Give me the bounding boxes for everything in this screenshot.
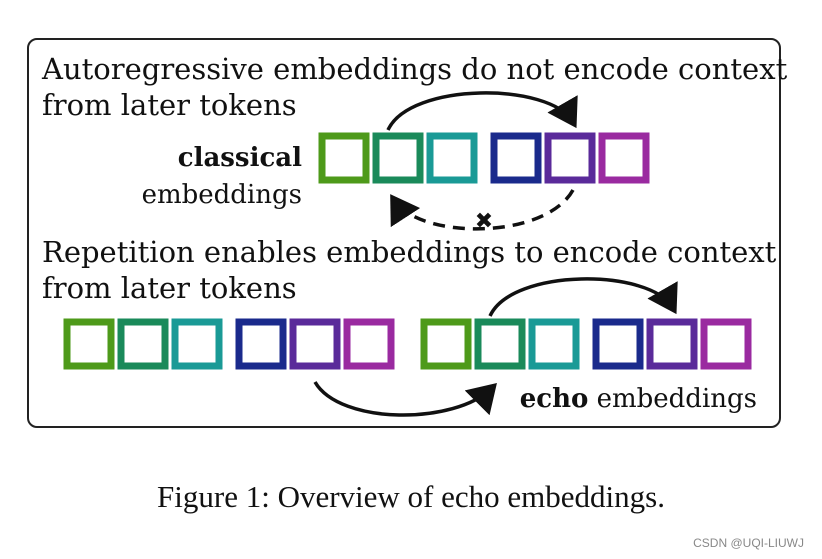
echo-second-token-2: [474, 318, 526, 370]
echo-first-token-2: [117, 318, 169, 370]
blocked-backward-arrow: [390, 189, 575, 231]
classical-token-1: [318, 132, 370, 184]
blocked-x-icon: ✖: [475, 209, 493, 234]
echo-second-token-6: [700, 318, 752, 370]
classical-token-4: [490, 132, 542, 184]
watermark: CSDN @UQI-LIUWJ: [693, 536, 804, 550]
echo-token-row-first: [63, 318, 395, 370]
forward-attention-arrow: [386, 91, 578, 131]
classical-token-2: [372, 132, 424, 184]
classical-token-3: [426, 132, 478, 184]
classical-label-bold: classical: [178, 143, 302, 173]
echo-first-token-1: [63, 318, 115, 370]
classical-token-5: [544, 132, 596, 184]
bottom-heading-line1: Repetition enables embeddings to encode …: [42, 235, 777, 269]
echo-forward-arrow: [488, 277, 678, 317]
echo-second-token-3: [528, 318, 580, 370]
echo-label-bold: echo: [520, 384, 589, 414]
echo-first-token-6: [343, 318, 395, 370]
classical-label-rest: embeddings: [142, 180, 302, 210]
classical-token-row: [318, 132, 650, 184]
diagram-frame: [27, 38, 781, 428]
echo-token-row-second: [420, 318, 752, 370]
bottom-heading-line2: from later tokens: [42, 271, 297, 305]
echo-label: echo embeddings: [520, 384, 757, 414]
classical-token-6: [598, 132, 650, 184]
top-heading-line2: from later tokens: [42, 88, 297, 122]
figure-caption: Figure 1: Overview of echo embeddings.: [157, 479, 665, 514]
echo-first-token-4: [235, 318, 287, 370]
top-heading-line1: Autoregressive embeddings do not encode …: [41, 52, 788, 86]
echo-second-token-1: [420, 318, 472, 370]
echo-second-token-4: [592, 318, 644, 370]
echo-second-token-5: [646, 318, 698, 370]
echo-repeat-arrow: [313, 381, 497, 417]
echo-label-rest: embeddings: [588, 384, 757, 414]
echo-first-token-5: [289, 318, 341, 370]
echo-first-token-3: [171, 318, 223, 370]
